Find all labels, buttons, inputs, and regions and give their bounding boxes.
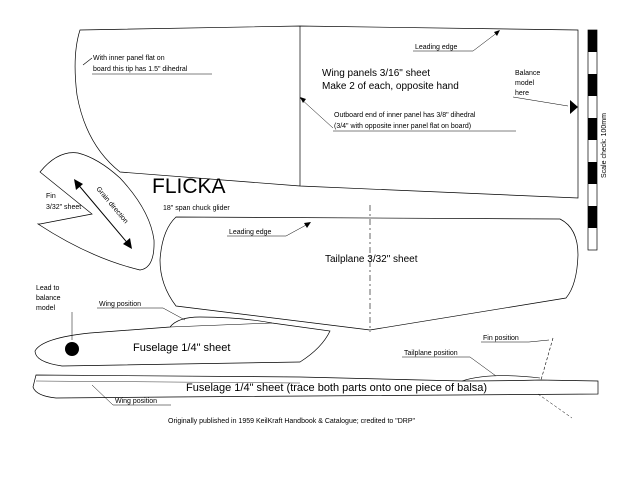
tailplane-position-seat xyxy=(461,375,541,382)
wing-position-lower-label: Wing position xyxy=(115,398,157,405)
fin-label-line2: 3/32" sheet xyxy=(46,204,81,211)
wing-position-label: Wing position xyxy=(99,301,141,308)
fuselage-strip-label: Fuselage 1/4" sheet (trace both parts on… xyxy=(186,382,487,394)
tailplane-position-leader xyxy=(469,356,497,377)
wing-position-lower-leader xyxy=(91,384,114,406)
fuselage-front-outline xyxy=(34,316,331,367)
plan-title: FLICKA xyxy=(152,175,226,198)
wing-leading-edge-label: Leading edge xyxy=(415,44,458,51)
fin-position-leader xyxy=(528,339,550,343)
credit-line: Originally published in 1959 KeilKraft H… xyxy=(168,418,416,425)
scale-check-label: Scale check: 100mm xyxy=(601,113,608,178)
plan-subtitle: 18" span chuck glider xyxy=(163,205,230,212)
balance-label-line2: model xyxy=(515,80,535,87)
balance-leader xyxy=(512,96,569,107)
wing-leading-edge-arrowhead xyxy=(494,30,500,36)
outboard-note-arrowhead xyxy=(300,97,306,103)
outboard-note-leader xyxy=(299,97,334,129)
lead-label-line3: model xyxy=(36,305,56,312)
tailplane-leading-edge-label: Leading edge xyxy=(229,229,272,236)
fuselage-strip-divider xyxy=(35,380,301,384)
balance-label-line3: here xyxy=(515,90,529,97)
fin-position-label: Fin position xyxy=(483,335,519,342)
balance-point-marker xyxy=(570,100,578,114)
fin-label-line1: Fin xyxy=(46,193,56,200)
fin-outline xyxy=(36,152,155,271)
tailplane-leading-edge-arrowhead xyxy=(304,222,311,228)
fin-position-line xyxy=(540,337,554,381)
wing-tip-note-line1: With inner panel flat on xyxy=(93,55,165,62)
wing-panels-label: Wing panels 3/16" sheet xyxy=(322,68,430,79)
lead-weight-marker xyxy=(65,342,79,356)
fuselage-tail-extension xyxy=(537,393,573,419)
lead-label-line1: Lead to xyxy=(36,285,59,292)
wing-tip-leader xyxy=(82,57,93,66)
grain-arrow-head-top xyxy=(74,179,83,190)
wing-position-leader xyxy=(162,307,186,321)
grain-arrow-shaft xyxy=(75,181,131,247)
tailplane-leading-edge-leader xyxy=(285,223,309,237)
tailplane-outline xyxy=(159,216,579,331)
wing-panel-outline xyxy=(74,25,579,199)
grain-arrow-head-bottom xyxy=(123,238,132,249)
wing-panels-hand-note: Make 2 of each, opposite hand xyxy=(322,81,459,92)
scale-bar xyxy=(587,29,598,251)
lead-label-line2: balance xyxy=(36,295,61,302)
fuselage-label: Fuselage 1/4" sheet xyxy=(133,342,230,354)
wing-leading-edge-leader xyxy=(472,31,499,52)
outboard-note-line2: (3/4" with opposite inner panel flat on … xyxy=(334,123,471,130)
fuselage-strip-outline xyxy=(32,374,599,399)
tailplane-position-label: Tailplane position xyxy=(404,350,458,357)
fuselage-wing-seat-line xyxy=(169,322,273,328)
balance-label-line1: Balance xyxy=(515,70,540,77)
tailplane-label: Tailplane 3/32" sheet xyxy=(325,254,418,265)
wing-tip-note-line2: board this tip has 1.5" dihedral xyxy=(93,66,188,73)
grain-direction-label: Grain direction xyxy=(94,186,129,225)
outboard-note-line1: Outboard end of inner panel has 3/8" dih… xyxy=(334,112,476,119)
